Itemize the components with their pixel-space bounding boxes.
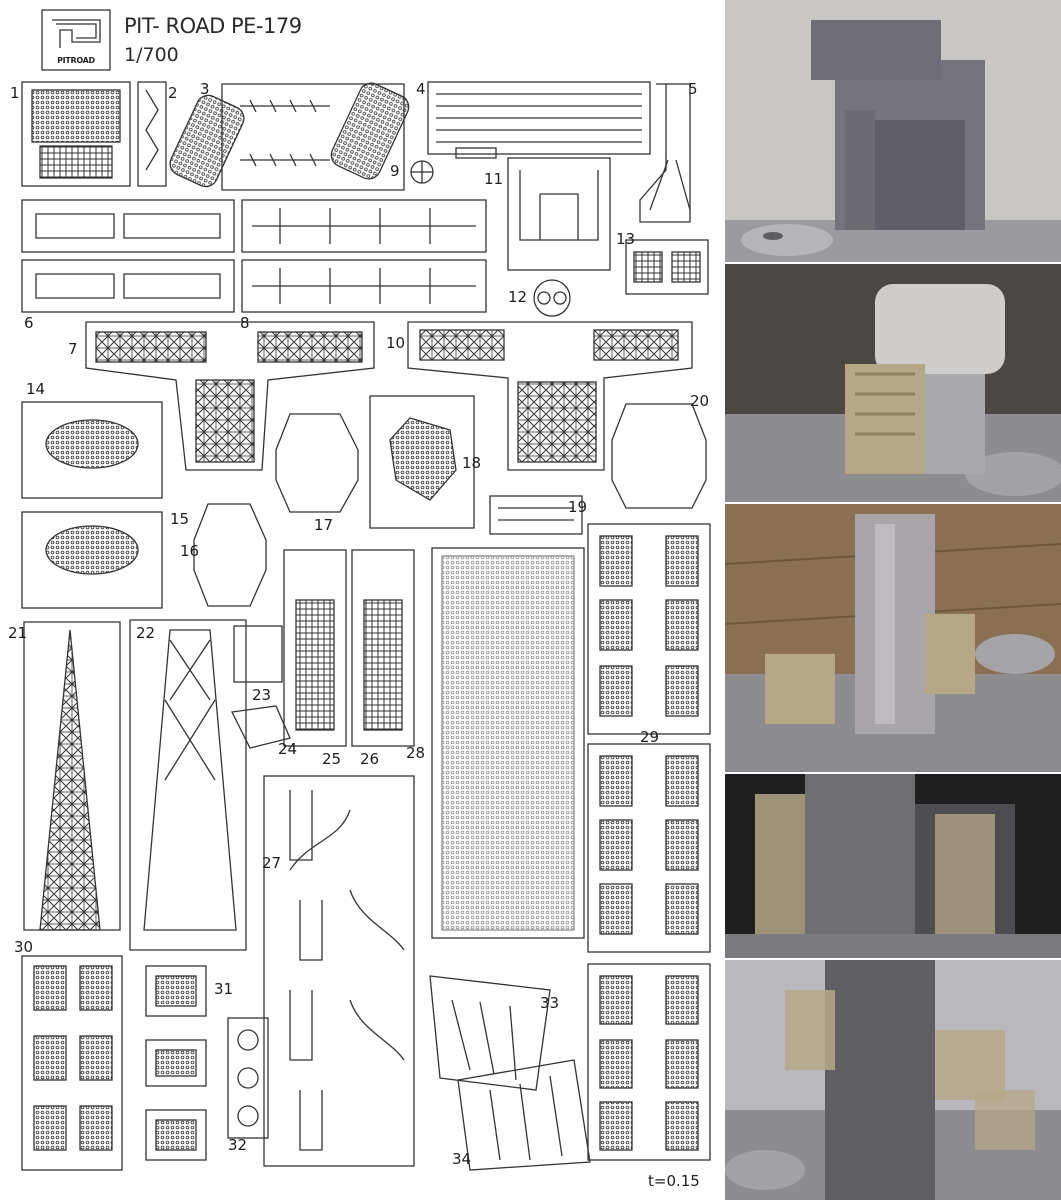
photo-etched-part-24 [231,705,291,749]
part-number-21: 21 [8,624,28,642]
sheet-thickness: t=0.15 [648,1172,700,1190]
photo-etched-part-21 [23,621,121,931]
model-photo-4 [725,774,1061,958]
part-number-11: 11 [484,170,504,188]
photo-etched-part-23 [233,625,283,683]
model-photo-2 [725,264,1061,502]
part-number-13: 13 [616,230,636,248]
part-number-14: 14 [26,380,46,398]
model-photo-3 [725,504,1061,772]
photo-etched-part-14 [21,401,163,499]
part-number-16: 16 [180,542,200,560]
part-number-20: 20 [690,392,710,410]
photo-etched-part-5 [639,83,691,223]
photo-etched-part-12 [533,279,571,317]
photo-etched-part-25 [283,549,347,747]
part-number-12: 12 [508,288,528,306]
photo-etched-part-18 [369,395,475,529]
sheet-scale: 1/700 [124,44,179,66]
part-number-19: 19 [568,498,588,516]
photo-etched-part-33 [429,975,551,1091]
logo-text: PITROAD [57,56,95,65]
part-number-17: 17 [314,516,334,534]
part-number-33: 33 [540,994,560,1012]
model-photo-1 [725,0,1061,262]
photo-etched-part-8 [241,199,487,253]
photo-etched-part-13 [625,239,709,295]
part-number-32: 32 [228,1136,248,1154]
photo-etched-part-6 [21,199,235,253]
photo-etched-part-27 [263,775,415,1167]
part-number-8: 8 [240,314,250,332]
part-number-29: 29 [640,728,660,746]
part-number-4: 4 [416,80,426,98]
photo-etched-part-17 [275,413,359,513]
photo-etched-part-34 [457,1059,591,1171]
photo-etched-part-11 [507,157,611,271]
part-number-27: 27 [262,854,282,872]
part-number-23: 23 [252,686,272,704]
sheet-brand-title: PIT- ROAD PE-179 [124,14,302,38]
part-number-10: 10 [386,334,406,352]
part-number-18: 18 [462,454,482,472]
part-number-15: 15 [170,510,190,528]
part-number-28: 28 [406,744,426,762]
part-number-26: 26 [360,750,380,768]
photo-etched-part-29 [587,523,711,735]
part-number-5: 5 [688,80,698,98]
sheet-drawing [21,9,711,1171]
photo-etched-part-16 [193,503,267,607]
part-number-1: 1 [10,84,20,102]
photo-etched-part-7 [85,321,375,471]
photo-etched-part-26 [351,549,415,747]
photo-etched-part-1 [21,81,131,187]
photo-etched-part-2 [137,81,167,187]
part-number-3: 3 [200,80,210,98]
part-number-25: 25 [322,750,342,768]
photo-etched-part-19 [489,495,583,535]
photo-etched-part-4 [427,81,651,155]
photo-etched-part-20 [611,403,707,509]
photo-etched-part-10 [407,321,693,471]
pitroad-logo-icon [41,9,111,71]
part-number-31: 31 [214,980,234,998]
photo-etched-part-28 [431,547,585,939]
photo-etched-part-30 [21,955,123,1171]
part-number-30: 30 [14,938,34,956]
model-photo-column [725,0,1061,1200]
part-number-9: 9 [390,162,400,180]
part-number-7: 7 [68,340,78,358]
model-photo-5 [725,960,1061,1200]
part-number-6: 6 [24,314,34,332]
photo-etch-sheet: PITROAD PIT- ROAD PE-179 1/700 t=0.15 1 … [8,9,711,1190]
part-number-34: 34 [452,1150,472,1168]
part-number-24: 24 [278,740,298,758]
photo-etched-part-22 [129,619,247,951]
photo-etched-part-15 [21,511,163,609]
part-number-22: 22 [136,624,156,642]
pitroad-logo: PITROAD [42,10,110,70]
photo-etched-part-32 [227,1017,269,1139]
photo-etched-part-31 [145,965,207,1017]
part-number-2: 2 [168,84,178,102]
